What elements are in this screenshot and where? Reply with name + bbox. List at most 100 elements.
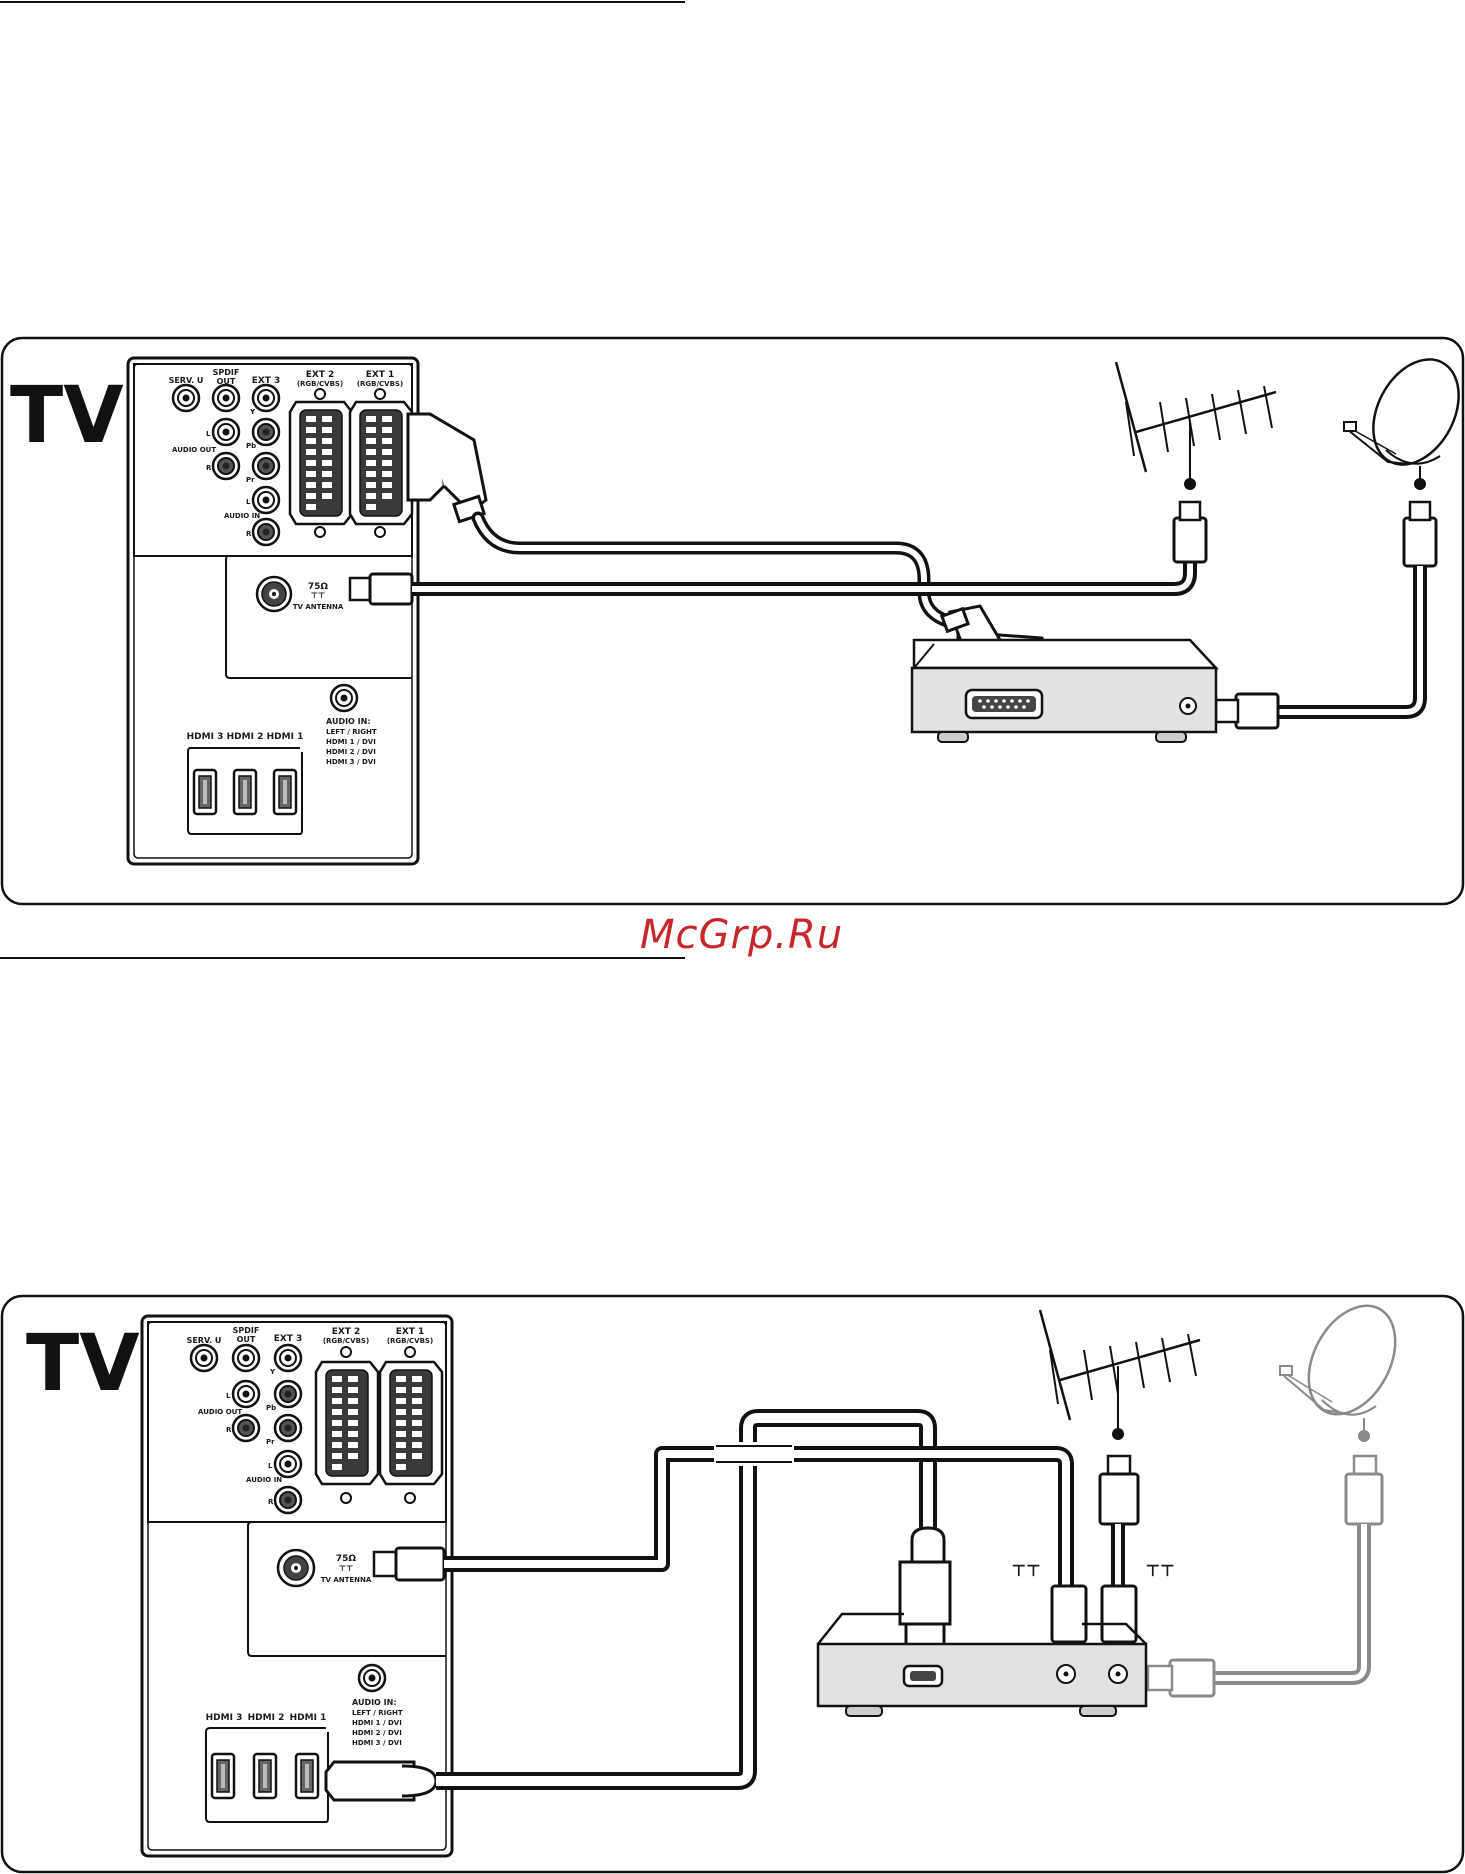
ohm-label: 75Ω xyxy=(336,1554,357,1564)
spdif-out-jack xyxy=(211,383,241,413)
audio-in-jack xyxy=(357,1663,387,1693)
ext3-pb-jack xyxy=(251,417,281,447)
audio-in-r-jack xyxy=(273,1485,303,1515)
scart-plug-tv xyxy=(406,412,488,524)
spdif-out-jack xyxy=(231,1343,261,1373)
ext3-pr-jack xyxy=(251,451,281,481)
aerial-feed-point xyxy=(1184,478,1196,490)
diagram-1: TV SERV. U SPDIF OUT EXT 3 EXT 2 (RGB/CV… xyxy=(0,336,1465,906)
rf-in-symbol: ⊤⊤ xyxy=(1145,1561,1174,1580)
hdmi3-socket xyxy=(210,1752,236,1800)
ext2-scart-socket xyxy=(314,1360,380,1486)
tv-antenna-label: TV ANTENNA xyxy=(293,603,344,611)
satellite-dish-icon xyxy=(1279,1304,1397,1442)
spdif-out-label: OUT xyxy=(237,1335,256,1344)
hdmi3-label: HDMI 3 xyxy=(206,1713,243,1723)
receiver-box xyxy=(816,1612,1148,1717)
ext3-pr-jack xyxy=(273,1413,303,1443)
audio-out-r-jack xyxy=(211,451,241,481)
ext1-scart-socket xyxy=(378,1360,444,1486)
antenna-symbol: ⊤⊤ xyxy=(339,1564,354,1573)
antenna-plug-tv xyxy=(372,1546,446,1582)
audio-in-title: AUDIO IN: xyxy=(326,717,371,726)
audio-out-l-label: L xyxy=(206,430,211,438)
hdmi3-socket xyxy=(192,768,218,816)
audio-in-line-2: HDMI 1 / DVI xyxy=(326,738,376,746)
audio-in-r-jack xyxy=(251,517,281,547)
pr-label: Pr xyxy=(266,1438,275,1446)
ext1-label: EXT 1 xyxy=(366,370,395,380)
audio-in-line-2: HDMI 1 / DVI xyxy=(352,1719,402,1727)
hdmi1-label: HDMI 1 xyxy=(267,732,304,742)
hdmi3-label: HDMI 3 xyxy=(187,732,224,742)
hdmi1-socket xyxy=(272,768,298,816)
audio-in-label: AUDIO IN xyxy=(246,1476,282,1484)
tv-title: TV xyxy=(10,371,124,461)
hdmi-plug-receiver xyxy=(898,1526,952,1648)
hdmi-plug-tv xyxy=(324,1760,438,1802)
ext2-scart-socket xyxy=(288,400,354,526)
antenna-plug-wall xyxy=(1172,500,1208,564)
audio-in-line-1: LEFT / RIGHT xyxy=(326,728,377,736)
ext1-sub-label: (RGB/CVBS) xyxy=(357,380,403,388)
audio-in-l-jack xyxy=(251,485,281,515)
ext3-y-jack xyxy=(251,383,281,413)
pb-label: Pb xyxy=(246,442,256,450)
audio-in-l-jack xyxy=(273,1449,303,1479)
antenna-cable-inner xyxy=(412,560,1193,592)
audio-out-l-jack xyxy=(231,1379,261,1409)
hdmi2-label: HDMI 2 xyxy=(227,732,264,742)
hdmi2-socket xyxy=(252,1752,278,1800)
tv-antenna-socket xyxy=(255,575,293,613)
tv-antenna-label: TV ANTENNA xyxy=(321,1576,372,1584)
audio-out-r-label: R xyxy=(226,1426,232,1434)
ext3-y-jack xyxy=(273,1343,303,1373)
ext3-label: EXT 3 xyxy=(252,376,281,386)
audio-out-l-jack xyxy=(211,417,241,447)
pb-label: Pb xyxy=(266,1404,276,1412)
ext1-label: EXT 1 xyxy=(396,1327,425,1337)
satellite-plug-wall xyxy=(1402,500,1438,568)
audio-in-r-label: R xyxy=(268,1498,274,1506)
audio-in-line-1: LEFT / RIGHT xyxy=(352,1709,403,1717)
rf-out-symbol: ⊤⊤ xyxy=(1011,1561,1040,1580)
audio-in-l-label: L xyxy=(246,498,251,506)
audio-in-line-3: HDMI 2 / DVI xyxy=(326,748,376,756)
antenna-plug-tv xyxy=(348,572,414,606)
spdif-label: SPDIF xyxy=(213,368,240,377)
serv-jack xyxy=(189,1343,219,1373)
audio-in-line-3: HDMI 2 / DVI xyxy=(352,1729,402,1737)
ext3-label: EXT 3 xyxy=(274,1334,303,1344)
ext3-pb-jack xyxy=(273,1379,303,1409)
satellite-dish-icon xyxy=(1343,358,1460,490)
tv-antenna-socket xyxy=(276,1548,316,1588)
pr-label: Pr xyxy=(246,476,255,484)
hdmi1-socket xyxy=(294,1752,320,1800)
hdmi2-label: HDMI 2 xyxy=(248,1713,285,1723)
serv-jack xyxy=(171,383,201,413)
diagram-2: TV SERV. U SPDIF OUT EXT 3 EXT 2 (RGB/CV… xyxy=(0,1294,1465,1874)
tv-title: TV xyxy=(26,1319,140,1409)
audio-in-title: AUDIO IN: xyxy=(352,1698,397,1707)
audio-in-line-4: HDMI 3 / DVI xyxy=(352,1739,402,1747)
ext2-sub-label: (RGB/CVBS) xyxy=(297,380,343,388)
serv-label: SERV. U xyxy=(169,376,204,385)
ext2-label: EXT 2 xyxy=(332,1327,361,1337)
audio-out-l-label: L xyxy=(226,1392,231,1400)
watermark: McGrp.Ru xyxy=(640,912,844,958)
spdif-out-label: OUT xyxy=(217,377,236,386)
ext2-sub-label: (RGB/CVBS) xyxy=(323,1337,369,1345)
receiver-box xyxy=(910,638,1219,743)
hdmi1-label: HDMI 1 xyxy=(290,1713,327,1723)
audio-out-r-jack xyxy=(231,1413,261,1443)
ext1-scart-socket xyxy=(348,400,414,526)
ext1-sub-label: (RGB/CVBS) xyxy=(387,1337,433,1345)
audio-out-label: AUDIO OUT xyxy=(172,446,216,454)
y-label: Y xyxy=(249,408,256,416)
audio-in-r-label: R xyxy=(246,530,252,538)
spdif-label: SPDIF xyxy=(233,1326,260,1335)
ext2-label: EXT 2 xyxy=(306,370,335,380)
satellite-cable-inner xyxy=(1276,566,1423,715)
ohm-label: 75Ω xyxy=(308,582,329,592)
